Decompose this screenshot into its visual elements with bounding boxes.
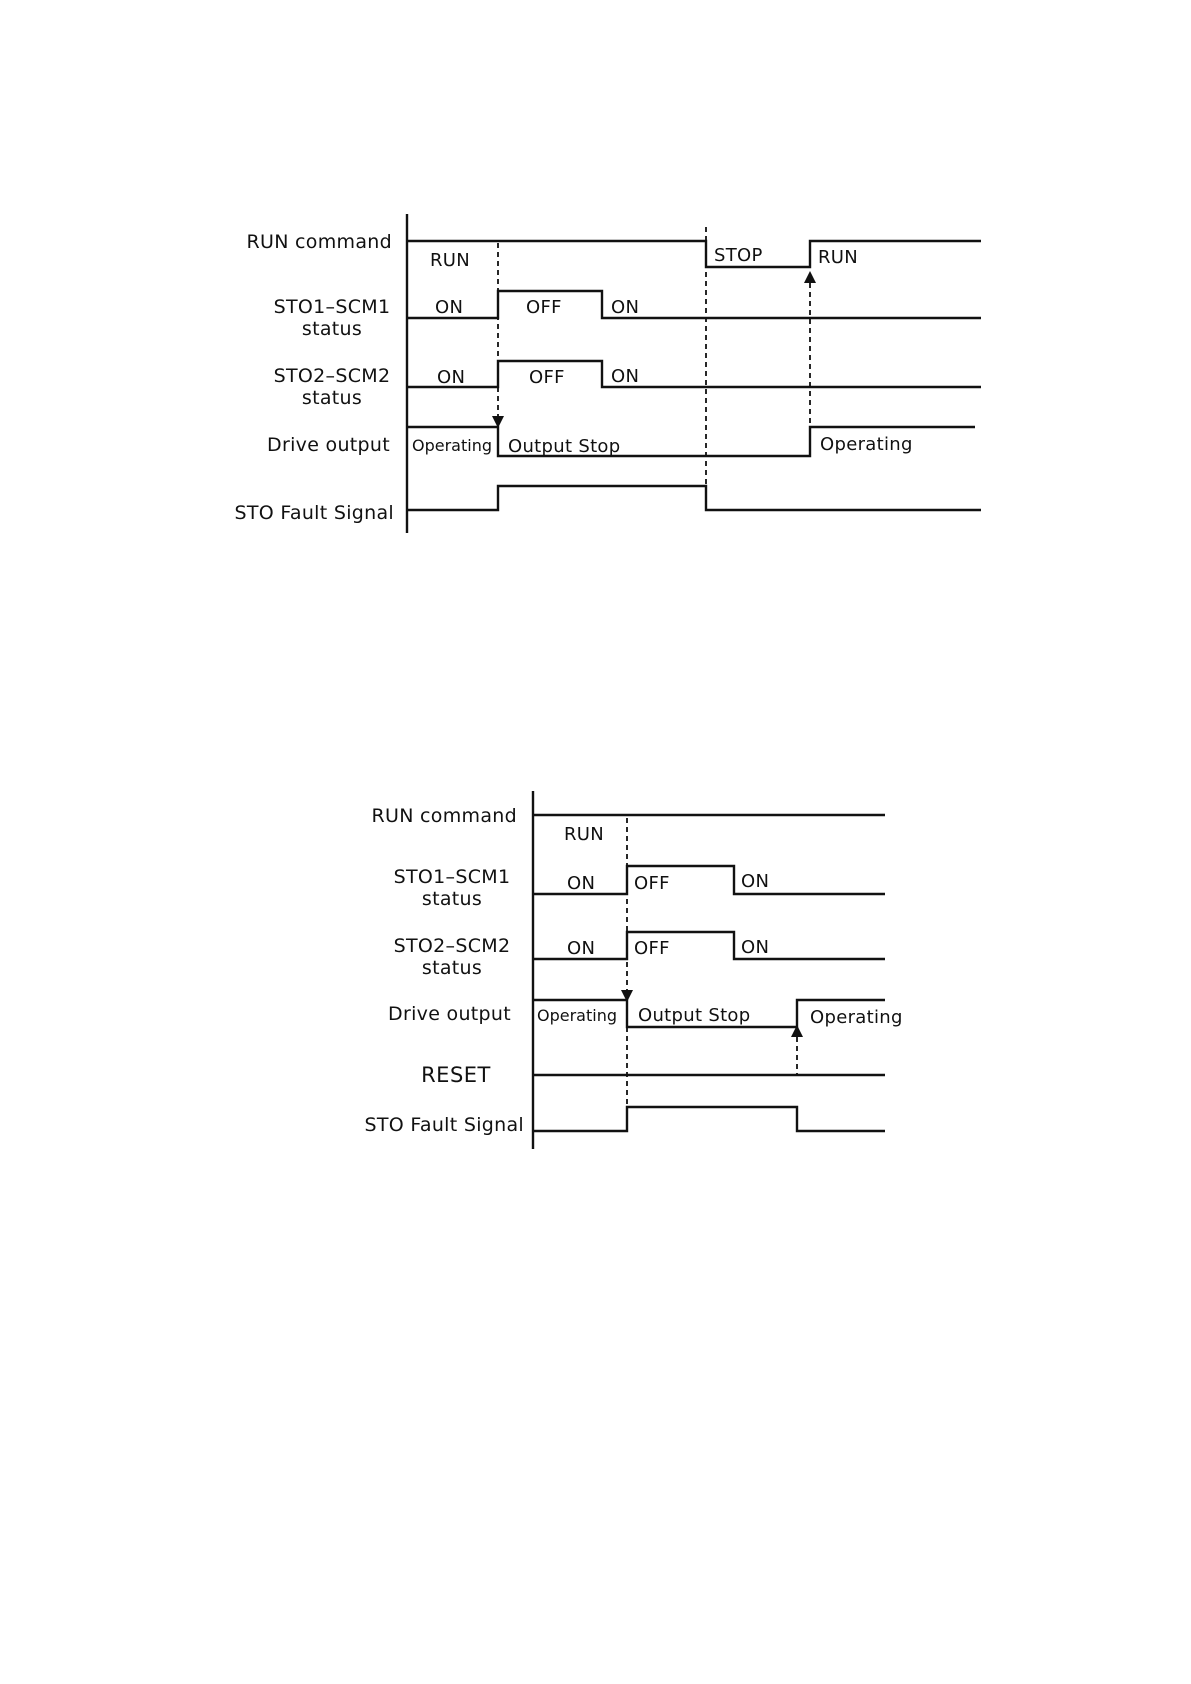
state-off: OFF [634, 873, 670, 894]
timing-diagram-2: RUN command STO1–SCM1 status STO2–SCM2 s… [365, 791, 903, 1149]
label-sto1-status: status [302, 318, 362, 340]
sto-fault-signal-waveform [533, 1107, 885, 1131]
state-on: ON [741, 871, 769, 892]
label-sto2-scm2: STO2–SCM2 [394, 935, 511, 957]
timing-diagram-1: RUN command STO1–SCM1 status STO2–SCM2 s… [235, 214, 981, 533]
state-on: ON [435, 297, 463, 318]
state-run: RUN [430, 250, 470, 271]
label-sto-fault-signal: STO Fault Signal [365, 1114, 524, 1136]
label-drive-output: Drive output [388, 1003, 511, 1025]
label-drive-output: Drive output [267, 434, 390, 456]
sto-fault-signal-waveform [407, 486, 981, 510]
label-sto-fault-signal: STO Fault Signal [235, 502, 394, 524]
state-on: ON [611, 297, 639, 318]
label-reset: RESET [421, 1063, 491, 1087]
state-on: ON [611, 366, 639, 387]
sto1-scm1-waveform [407, 291, 981, 318]
state-on: ON [437, 367, 465, 388]
state-run: RUN [818, 247, 858, 268]
state-on: ON [567, 873, 595, 894]
label-sto1-scm1: STO1–SCM1 [394, 866, 511, 888]
label-sto2-status: status [422, 957, 482, 979]
state-on: ON [741, 937, 769, 958]
label-sto1-status: status [422, 888, 482, 910]
label-sto2-status: status [302, 387, 362, 409]
label-run-command: RUN command [247, 231, 393, 253]
label-sto1-scm1: STO1–SCM1 [274, 296, 391, 318]
label-sto2-scm2: STO2–SCM2 [274, 365, 391, 387]
state-operating: Operating [412, 436, 492, 455]
state-on: ON [567, 938, 595, 959]
arrow-up-icon [804, 271, 816, 283]
state-off: OFF [529, 367, 565, 388]
state-operating: Operating [820, 434, 913, 455]
state-output-stop: Output Stop [638, 1005, 750, 1026]
state-run: RUN [564, 824, 604, 845]
label-run-command: RUN command [372, 805, 518, 827]
run-command-waveform [407, 241, 981, 267]
state-operating: Operating [537, 1006, 617, 1025]
state-off: OFF [526, 297, 562, 318]
state-stop: STOP [714, 245, 763, 266]
state-off: OFF [634, 938, 670, 959]
sto2-scm2-waveform [407, 361, 981, 387]
state-output-stop: Output Stop [508, 436, 620, 457]
state-operating: Operating [810, 1007, 903, 1028]
